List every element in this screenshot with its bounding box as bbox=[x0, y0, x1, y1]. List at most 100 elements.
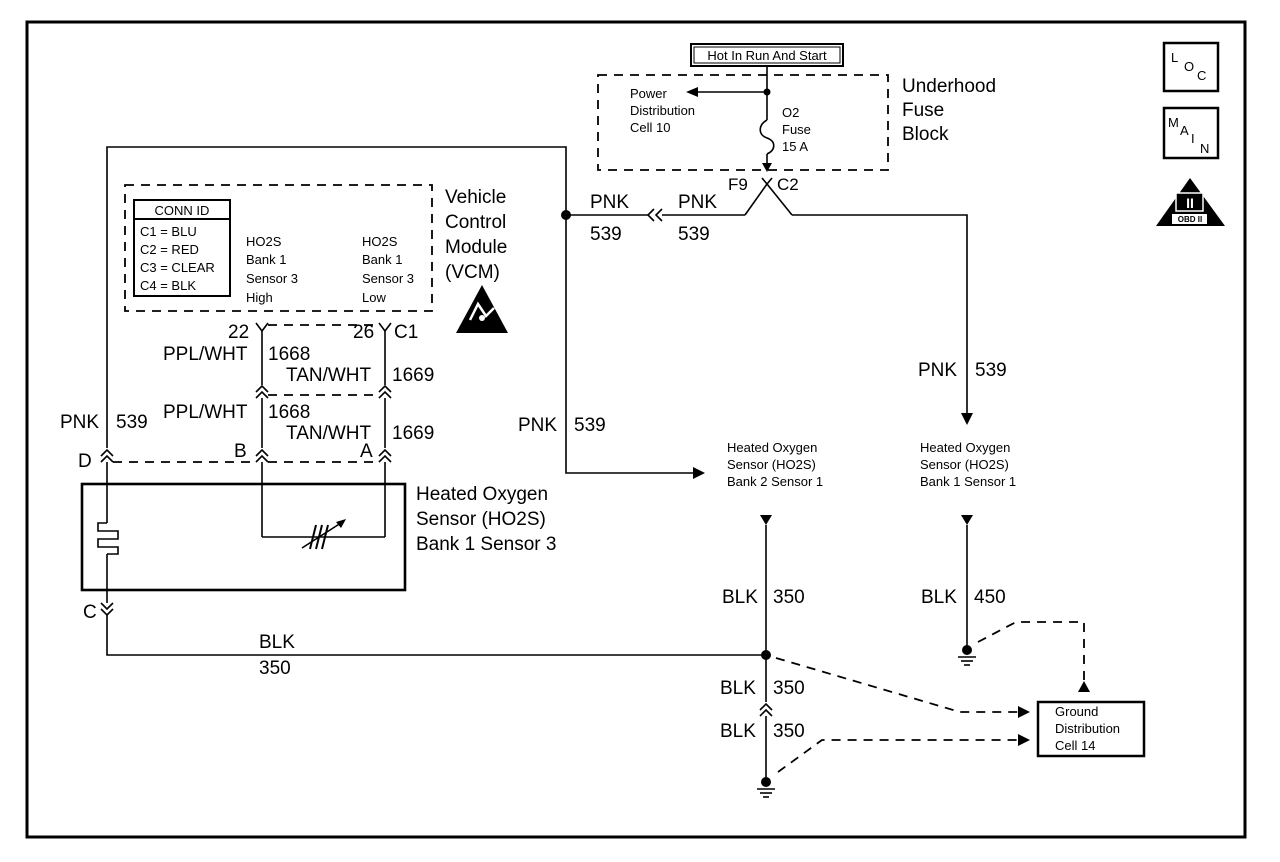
wire-tan-lower: TAN/WHT bbox=[286, 423, 372, 444]
svg-text:Fuse: Fuse bbox=[902, 100, 944, 121]
svg-text:High: High bbox=[246, 290, 273, 305]
wire-ppl-upper: PPL/WHT bbox=[163, 344, 248, 365]
svg-text:M: M bbox=[1168, 115, 1179, 130]
svg-text:L: L bbox=[1171, 50, 1178, 65]
svg-text:Cell 10: Cell 10 bbox=[630, 120, 670, 135]
svg-text:Cell 14: Cell 14 bbox=[1055, 738, 1095, 753]
hot-in-run-label: Hot In Run And Start bbox=[690, 43, 844, 67]
connector-c: C bbox=[83, 602, 97, 623]
svg-text:CONN ID: CONN ID bbox=[155, 203, 210, 218]
wire-pnk-top-right: PNK bbox=[678, 192, 717, 213]
sensor-element-icon bbox=[301, 519, 346, 550]
svg-text:Fuse: Fuse bbox=[782, 122, 811, 137]
svg-text:C2 = RED: C2 = RED bbox=[140, 242, 199, 257]
inline-connector-icon bbox=[646, 208, 663, 222]
connector-b: B bbox=[234, 441, 247, 462]
obd-ii-badge-icon: II OBD II bbox=[1156, 178, 1225, 226]
pin-26: 26 bbox=[353, 322, 374, 343]
heater-element-icon bbox=[97, 522, 119, 555]
wire-blk-low2: BLK bbox=[720, 721, 756, 742]
ground-bottom-icon bbox=[757, 777, 775, 798]
svg-text:Sensor 3: Sensor 3 bbox=[246, 271, 298, 286]
wire-pnk-left: PNK bbox=[60, 412, 99, 433]
svg-text:HO2S: HO2S bbox=[246, 234, 282, 249]
svg-text:Sensor (HO2S): Sensor (HO2S) bbox=[727, 457, 816, 472]
wire-blk-low1: BLK bbox=[720, 678, 756, 699]
wire-350-low2: 350 bbox=[773, 721, 805, 742]
esd-warning-icon bbox=[456, 285, 508, 333]
pdc-arrow-icon bbox=[686, 87, 698, 97]
vcm-title: Vehicle Control Module (VCM) bbox=[445, 187, 507, 283]
svg-text:Sensor (HO2S): Sensor (HO2S) bbox=[416, 509, 546, 530]
svg-text:Vehicle: Vehicle bbox=[445, 187, 506, 208]
svg-text:Sensor (HO2S): Sensor (HO2S) bbox=[920, 457, 1009, 472]
svg-text:O: O bbox=[1184, 59, 1194, 74]
svg-text:N: N bbox=[1200, 141, 1209, 156]
f9-label: F9 bbox=[728, 175, 748, 194]
wire-350-bottom: 350 bbox=[259, 658, 291, 679]
sensor-b1s3-label: Heated Oxygen Sensor (HO2S) Bank 1 Senso… bbox=[416, 484, 556, 555]
svg-text:Bank 1: Bank 1 bbox=[246, 252, 286, 267]
svg-text:Heated Oxygen: Heated Oxygen bbox=[727, 440, 817, 455]
wire-350-b2: 350 bbox=[773, 587, 805, 608]
vcm-box bbox=[124, 184, 433, 312]
svg-text:C4 = BLK: C4 = BLK bbox=[140, 278, 196, 293]
wire-blk-b2: BLK bbox=[722, 587, 758, 608]
svg-text:Distribution: Distribution bbox=[630, 103, 695, 118]
wire-1669-upper: 1669 bbox=[392, 365, 434, 386]
wire-539-mid: 539 bbox=[574, 415, 606, 436]
svg-text:HO2S: HO2S bbox=[362, 234, 398, 249]
sensor-b1s1-label: Heated Oxygen Sensor (HO2S) Bank 1 Senso… bbox=[920, 440, 1016, 489]
wire-blk-b1: BLK bbox=[921, 587, 957, 608]
o2-fuse-icon bbox=[759, 119, 775, 155]
svg-text:Power: Power bbox=[630, 86, 668, 101]
svg-text:O2: O2 bbox=[782, 105, 799, 120]
svg-text:Bank 1 Sensor 3: Bank 1 Sensor 3 bbox=[416, 534, 556, 555]
svg-text:II: II bbox=[1186, 195, 1194, 211]
svg-text:Heated Oxygen: Heated Oxygen bbox=[416, 484, 548, 505]
sensor-b1s3-box bbox=[80, 482, 407, 592]
svg-text:Control: Control bbox=[445, 212, 506, 233]
wire-pnk-top-left: PNK bbox=[590, 192, 629, 213]
diagram-frame bbox=[25, 20, 1247, 839]
svg-text:15 A: 15 A bbox=[782, 139, 808, 154]
svg-text:A: A bbox=[1180, 123, 1189, 138]
underhood-fuse-block-box bbox=[597, 74, 889, 171]
wire-450-b1: 450 bbox=[974, 587, 1006, 608]
svg-text:Ground: Ground bbox=[1055, 704, 1098, 719]
wire-539-right: 539 bbox=[975, 360, 1007, 381]
c1-label: C1 bbox=[394, 322, 418, 343]
connector-d: D bbox=[78, 451, 92, 472]
svg-text:Distribution: Distribution bbox=[1055, 721, 1120, 736]
underhood-fuse-block-title: Underhood Fuse Block bbox=[902, 76, 996, 145]
svg-text:Bank 1 Sensor 1: Bank 1 Sensor 1 bbox=[920, 474, 1016, 489]
svg-text:Sensor 3: Sensor 3 bbox=[362, 271, 414, 286]
o2-fuse-label: O2 Fuse 15 A bbox=[782, 105, 811, 154]
wire-tan-upper: TAN/WHT bbox=[286, 365, 372, 386]
wire-1668-upper: 1668 bbox=[268, 344, 310, 365]
wire-539-left: 539 bbox=[116, 412, 148, 433]
ho2s-high-label: HO2S Bank 1 Sensor 3 High bbox=[246, 234, 298, 305]
main-badge-icon: M A I N bbox=[1162, 106, 1220, 160]
svg-text:Underhood: Underhood bbox=[902, 76, 996, 97]
wire-1668-lower: 1668 bbox=[268, 402, 310, 423]
svg-text:(VCM): (VCM) bbox=[445, 262, 500, 283]
ground-b1s1-icon bbox=[958, 645, 976, 666]
ground-distribution-box bbox=[1036, 700, 1146, 758]
svg-text:I: I bbox=[1191, 131, 1195, 146]
connector-a: A bbox=[360, 441, 373, 462]
sensor-b2s1-label: Heated Oxygen Sensor (HO2S) Bank 2 Senso… bbox=[727, 440, 823, 489]
wire-blk-bottom: BLK bbox=[259, 632, 295, 653]
svg-text:C1 = BLU: C1 = BLU bbox=[140, 224, 197, 239]
wire-pnk-mid: PNK bbox=[518, 415, 557, 436]
loc-badge-icon: L O C bbox=[1162, 41, 1220, 93]
wire-539-top-left: 539 bbox=[590, 224, 622, 245]
hot-in-run-text: Hot In Run And Start bbox=[707, 48, 827, 63]
wire-ppl-lower: PPL/WHT bbox=[163, 402, 248, 423]
svg-text:Bank 1: Bank 1 bbox=[362, 252, 402, 267]
ground-distribution-label: Ground Distribution Cell 14 bbox=[1055, 704, 1120, 753]
svg-text:C: C bbox=[1197, 68, 1206, 83]
ho2s-low-label: HO2S Bank 1 Sensor 3 Low bbox=[362, 234, 414, 305]
svg-text:Low: Low bbox=[362, 290, 386, 305]
